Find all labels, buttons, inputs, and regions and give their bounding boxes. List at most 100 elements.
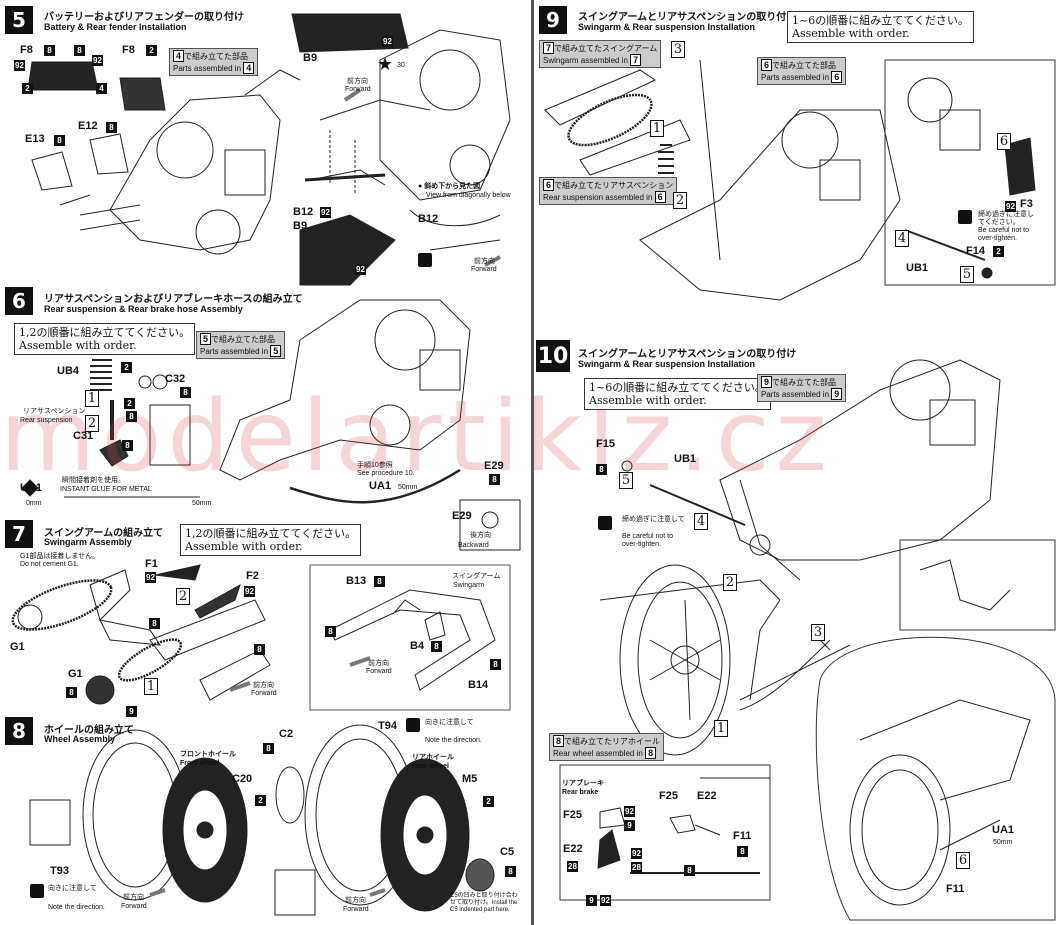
forward-en-2: Forward	[471, 266, 497, 273]
step-8-title-en: Wheel Assembly	[44, 734, 116, 744]
tag-92: 92	[382, 36, 393, 47]
part-e22-label-2: E22	[563, 843, 583, 855]
part-b9-label-2: B9	[293, 220, 308, 232]
step-5-number: 5	[5, 6, 33, 34]
part-f14-label: F14	[966, 245, 985, 257]
tag-8: 8	[180, 387, 191, 398]
step9-art	[544, 59, 1056, 301]
part-e12-label: E12	[78, 120, 98, 132]
forward-en-s8: Forward	[121, 903, 147, 910]
proc-note-en: See procedure 10.	[357, 470, 415, 477]
order-6: 6	[956, 852, 970, 869]
part-ua1-label-3: UA1	[992, 824, 1015, 836]
dir-note-en-2: Note the direction.	[48, 904, 105, 911]
order-5: 5	[619, 472, 633, 489]
tag-8: 8	[126, 411, 137, 422]
part-b9-label: B9	[303, 52, 318, 64]
tag-8: 8	[489, 474, 500, 485]
part-b14-label: B14	[468, 679, 489, 691]
forward-jp-s7: 前方向	[253, 682, 274, 689]
forward-en-s7: Forward	[251, 690, 277, 697]
rear-wheel-jp: リアホイール	[412, 754, 454, 761]
tag-2: 2	[121, 362, 132, 373]
part-c5-label: C5	[500, 846, 515, 858]
part-m5-label: M5	[462, 773, 478, 785]
tag-2: 2	[146, 45, 157, 56]
tag-2: 2	[993, 246, 1004, 257]
forward-en: Forward	[345, 86, 371, 93]
ua1-length: 50mm	[398, 484, 418, 491]
part-t93-label: T93	[50, 865, 69, 877]
order-1: 1	[714, 720, 728, 737]
tag-2: 2	[124, 398, 135, 409]
rear-susp-en: Rear suspension	[20, 417, 73, 424]
tag-8: 8	[263, 743, 274, 754]
direction-icon-2	[30, 884, 44, 898]
tag-8: 8	[325, 626, 336, 637]
part-b13-label: B13	[346, 575, 367, 587]
part-c31-label: C31	[73, 430, 94, 442]
tag-28: 28	[567, 861, 578, 872]
step-7-number: 7	[5, 520, 33, 548]
tag-92: 92	[145, 572, 156, 583]
part-ub4-label: UB4	[57, 365, 80, 377]
part-g1-label: G1	[10, 641, 25, 653]
tag-8: 8	[431, 641, 442, 652]
scale-zero: 0mm	[26, 500, 42, 507]
part-f1-label: F1	[145, 558, 158, 570]
part-f2-label: F2	[246, 570, 259, 582]
part-t94-label: T94	[378, 720, 397, 732]
tag-8: 8	[254, 644, 265, 655]
tag-8: 8	[44, 45, 55, 56]
tag-2: 2	[483, 796, 494, 807]
careful-en: Be careful not to over-tighten.	[978, 227, 1029, 242]
order-1: 1	[144, 678, 158, 695]
step7-swingarm-art	[11, 564, 511, 711]
backward-jp: 後方向	[470, 532, 491, 539]
swingarm-jp: スイングアーム	[452, 573, 501, 580]
careful-jp: 締め過ぎに注意してください。	[978, 211, 1034, 226]
tag-92: 92	[624, 806, 635, 817]
view-note-jp: ● 斜め下から見た図	[418, 183, 481, 190]
part-f8-label: F8	[20, 44, 33, 56]
step10-art	[559, 359, 1056, 921]
tag-8: 8	[505, 866, 516, 877]
part-b12-label-3: B12	[418, 213, 439, 225]
step-5-title-jp: バッテリーおよびリアフェンダーの取り付け	[44, 12, 244, 23]
tag-8: 8	[122, 440, 133, 451]
part-f15-label: F15	[596, 438, 615, 450]
tag-8: 8	[149, 618, 160, 629]
step-9-order-note: 1~6の順番に組み立ててください。Assemble with order.	[787, 11, 974, 43]
tag-9: 9	[126, 706, 137, 717]
forward-en-s8b: Forward	[343, 906, 369, 913]
step-6-number: 6	[5, 287, 33, 315]
rear-wheel-en: Rear wheel	[412, 763, 449, 770]
scale-fifty: 50mm	[192, 500, 212, 507]
careful-icon	[958, 210, 972, 224]
part-c2-label: C2	[279, 728, 294, 740]
part-b4-label: B4	[410, 640, 425, 652]
rear-brake-jp: リアブレーキ	[562, 780, 604, 787]
column-divider	[531, 0, 534, 925]
part-f11-label-2: F11	[946, 883, 965, 895]
c5-note: C5の凹みと取り付け合わせて取り付け。Install the C5 indent…	[450, 893, 518, 913]
forward-jp-s8b: 前方向	[345, 897, 366, 904]
order-2: 2	[176, 588, 190, 605]
step-10-order-note: 1~6の順番に組み立ててください。Assemble with order.	[584, 378, 771, 410]
tag-9: 9	[624, 820, 635, 831]
order-2: 2	[673, 192, 687, 209]
tag-8: 8	[490, 659, 501, 670]
g1-note-en: Do not cement G1.	[20, 561, 79, 568]
order-3: 3	[811, 624, 825, 641]
part-c20-label: C20	[232, 773, 253, 785]
order-4: 4	[895, 230, 909, 247]
order-3: 3	[671, 41, 685, 58]
dir-note-en: Note the direction.	[425, 737, 482, 744]
order-6: 6	[997, 133, 1011, 150]
tag-92: 92	[355, 264, 366, 275]
tag-8: 8	[106, 122, 117, 133]
